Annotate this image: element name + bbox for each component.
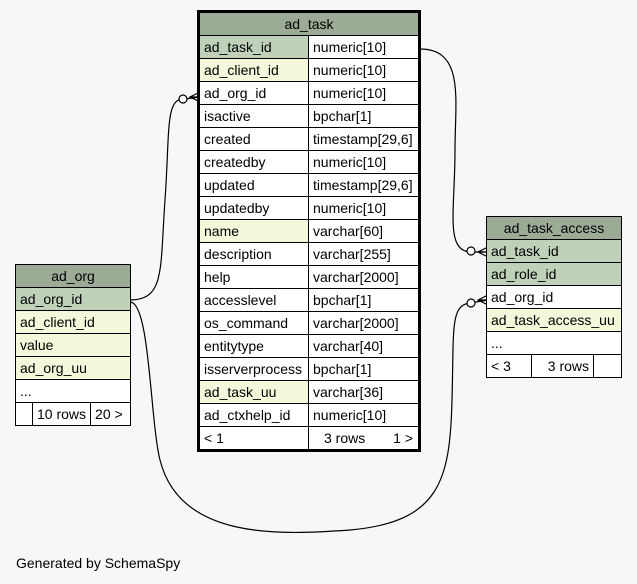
table-footer: < 1 3 rows 1 >: [198, 426, 420, 451]
column-name[interactable]: created: [198, 127, 309, 151]
column-row[interactable]: ad_task_access_uu: [486, 308, 622, 332]
table-footer-left: [15, 402, 33, 426]
edge-ad-task-to-ad-task-access: [419, 48, 488, 253]
column-row[interactable]: ad_org_id: [14, 287, 132, 311]
column-row[interactable]: ...: [486, 331, 622, 355]
more-columns[interactable]: ...: [14, 379, 132, 403]
column-name[interactable]: updated: [198, 173, 309, 197]
column-name[interactable]: value: [14, 333, 132, 357]
table-footer-right-group: 3 rows 1 >: [308, 426, 420, 451]
column-row[interactable]: ad_org_uu: [14, 356, 132, 380]
table-footer-left[interactable]: < 1: [198, 426, 309, 451]
column-name[interactable]: ad_task_id: [198, 35, 309, 59]
table-footer-right[interactable]: 20 >: [90, 402, 132, 426]
column-name[interactable]: name: [198, 219, 309, 243]
column-type: timestamp[29,6]: [308, 173, 420, 197]
column-name[interactable]: createdby: [198, 150, 309, 174]
column-name[interactable]: updatedby: [198, 196, 309, 220]
column-name[interactable]: help: [198, 265, 309, 289]
column-type: varchar[40]: [308, 334, 420, 358]
edge-ad-org-to-ad-task: [129, 96, 201, 301]
column-type: timestamp[29,6]: [308, 127, 420, 151]
column-row[interactable]: value: [14, 333, 132, 357]
table-title[interactable]: ad_org: [14, 264, 132, 288]
column-name[interactable]: ad_task_uu: [198, 380, 309, 404]
table-title[interactable]: ad_task: [198, 11, 420, 36]
column-name[interactable]: ad_task_access_uu: [486, 308, 622, 332]
column-type: varchar[36]: [308, 380, 420, 404]
column-row[interactable]: ad_role_id: [486, 262, 622, 286]
edge-optional-marker: [466, 246, 476, 256]
column-name[interactable]: isserverprocess: [198, 357, 309, 381]
column-name[interactable]: description: [198, 242, 309, 266]
column-type: numeric[10]: [308, 81, 420, 105]
column-row[interactable]: ...: [14, 379, 132, 403]
column-name[interactable]: ad_task_id: [486, 239, 622, 263]
column-type: numeric[10]: [308, 150, 420, 174]
more-columns[interactable]: ...: [486, 331, 622, 355]
column-type: bpchar[1]: [308, 104, 420, 128]
edge-optional-marker: [178, 94, 188, 104]
table-footer-rows: 3 rows: [531, 354, 594, 378]
table-footer-right: [593, 354, 622, 378]
column-name[interactable]: ad_org_uu: [14, 356, 132, 380]
column-name[interactable]: isactive: [198, 104, 309, 128]
column-name[interactable]: accesslevel: [198, 288, 309, 312]
column-type: numeric[10]: [308, 35, 420, 59]
column-type: varchar[255]: [308, 242, 420, 266]
column-type: varchar[2000]: [308, 311, 420, 335]
column-row[interactable]: ad_task_id: [486, 239, 622, 263]
column-name[interactable]: ad_ctxhelp_id: [198, 403, 309, 427]
table-footer-rows: 3 rows: [324, 430, 366, 446]
column-type: varchar[60]: [308, 219, 420, 243]
column-name[interactable]: ad_org_id: [486, 285, 622, 309]
column-type: numeric[10]: [308, 58, 420, 82]
column-name[interactable]: ad_client_id: [14, 310, 132, 334]
column-row[interactable]: ad_org_id: [486, 285, 622, 309]
table-title[interactable]: ad_task_access: [486, 216, 622, 240]
column-name[interactable]: entitytype: [198, 334, 309, 358]
column-type: numeric[10]: [308, 196, 420, 220]
table-footer-rows: 10 rows: [31, 402, 92, 426]
column-name[interactable]: ad_org_id: [14, 287, 132, 311]
generated-by-label: Generated by SchemaSpy: [16, 555, 181, 571]
table-footer-left[interactable]: < 3: [486, 354, 532, 378]
column-name[interactable]: ad_role_id: [486, 262, 622, 286]
column-type: varchar[2000]: [308, 265, 420, 289]
column-name[interactable]: ad_client_id: [198, 58, 309, 82]
column-name[interactable]: ad_org_id: [198, 81, 309, 105]
column-type: bpchar[1]: [308, 288, 420, 312]
column-type: bpchar[1]: [308, 357, 420, 381]
edge-optional-marker: [466, 298, 476, 308]
column-row[interactable]: ad_client_id: [14, 310, 132, 334]
table-footer-right[interactable]: 1 >: [393, 430, 413, 446]
column-name[interactable]: os_command: [198, 311, 309, 335]
edge-ad-org-to-ad-task-access: [129, 299, 489, 534]
column-type: numeric[10]: [308, 403, 420, 427]
